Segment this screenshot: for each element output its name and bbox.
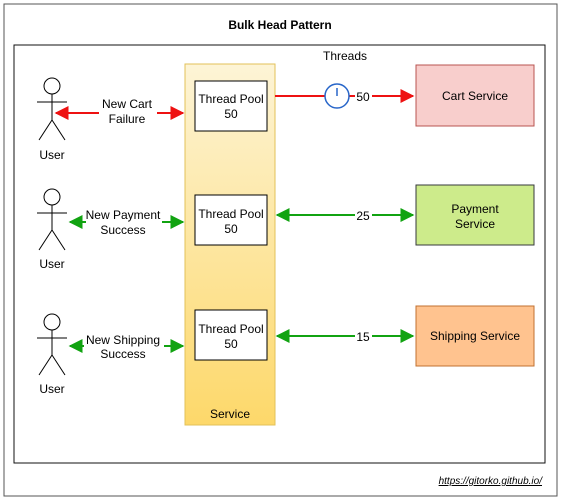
thread-pool-3-label: Thread Pool [198,322,263,336]
clock-icon [324,83,350,109]
cart-service-label: Cart Service [442,89,508,103]
payment-service-label-1: Payment [451,202,499,216]
thread-pool-3-size: 50 [224,337,238,351]
request-label-1a: New Cart [102,97,153,111]
user-actor-3 [37,313,67,376]
threads-label: Threads [323,49,367,63]
request-label-3b: Success [100,347,145,361]
thread-count-3: 15 [356,330,370,344]
row-shipping: User New Shipping Success Thread Pool 50… [37,305,535,396]
user-label-1: User [39,148,64,162]
thread-count-2: 25 [356,209,370,223]
request-label-2a: New Payment [86,208,161,222]
thread-pool-2-size: 50 [224,222,238,236]
thread-pool-1-size: 50 [224,107,238,121]
thread-count-1: 50 [356,90,370,104]
thread-pool-2 [194,194,268,246]
service-container-label: Service [210,407,250,421]
shipping-service-box [415,305,535,367]
cart-service-box [415,64,535,127]
payment-service-label-2: Service [455,217,495,231]
user-actor-2 [37,188,67,251]
thread-pool-3 [194,309,268,361]
diagram-title: Bulk Head Pattern [228,18,331,32]
row-cart: User New Cart Failure Thread Pool 50 50 … [37,64,535,162]
thread-pool-1-label: Thread Pool [198,92,263,106]
row-payment: User New Payment Success Thread Pool 50 … [37,184,535,271]
request-label-2b: Success [100,223,145,237]
thread-pool-2-label: Thread Pool [198,207,263,221]
credit-link[interactable]: https://gitorko.github.io/ [439,476,544,487]
thread-pool-1 [194,80,268,132]
user-actor-1 [37,77,67,141]
request-label-3a: New Shipping [86,333,160,347]
user-label-2: User [39,257,64,271]
shipping-service-label: Shipping Service [430,329,520,343]
user-label-3: User [39,382,64,396]
request-label-1b: Failure [109,112,146,126]
payment-service-box [415,184,535,246]
